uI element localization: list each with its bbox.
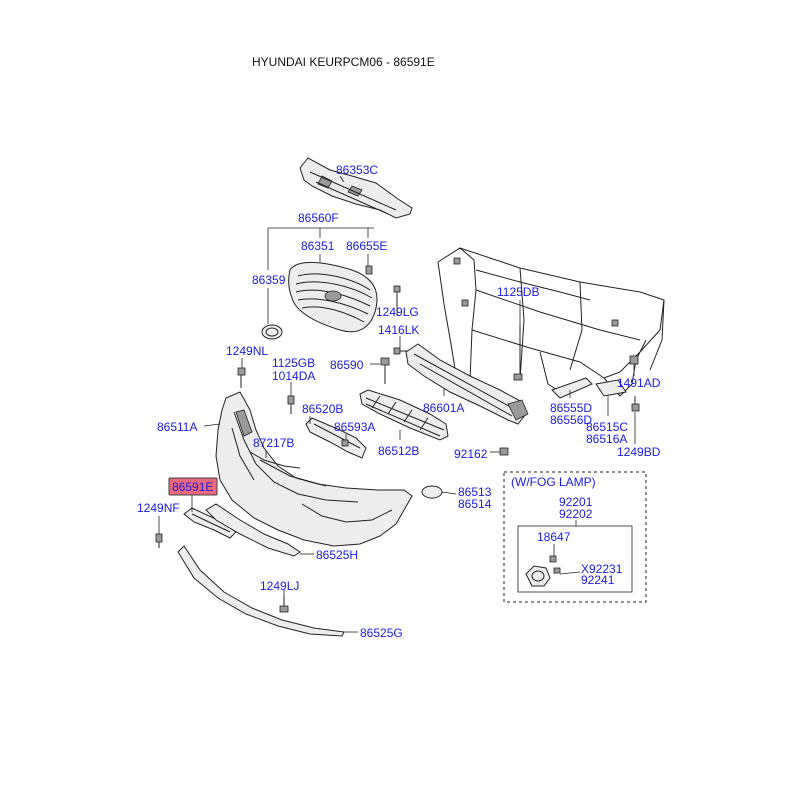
- bumper-beam-drawing: [405, 343, 529, 425]
- fastener-1491ad-drawing: [629, 355, 639, 365]
- fog-lamp-box-title: (W/FOG LAMP): [511, 475, 596, 489]
- label-18647[interactable]: 18647: [537, 530, 571, 544]
- grille-clip-drawing: [365, 265, 373, 275]
- fog-lamp-dashed-frame: [503, 471, 647, 603]
- bolt-92162-drawing: [499, 447, 509, 456]
- label-86511A[interactable]: 86511A: [157, 420, 197, 434]
- label-86591E-highlighted[interactable]: 86591E: [172, 480, 213, 494]
- upper-cover-drawing: [299, 157, 413, 219]
- fog-lamp-drawing: [525, 555, 561, 587]
- label-86525H[interactable]: 86525H: [316, 548, 358, 562]
- fog-cover-drawing: [421, 485, 443, 499]
- label-86556D[interactable]: 86556D: [550, 413, 592, 427]
- emblem-drawing: [261, 324, 283, 340]
- label-86513[interactable]: 86513: [458, 485, 492, 499]
- part-86593a-drawing: [341, 439, 349, 447]
- screw-1249nf-drawing: [155, 533, 163, 548]
- label-1125DB[interactable]: 1125DB: [497, 285, 539, 299]
- label-92201[interactable]: 92201: [559, 495, 593, 509]
- label-86514[interactable]: 86514: [458, 497, 492, 511]
- label-86353C[interactable]: 86353C: [336, 163, 378, 177]
- fog-lamp-inner-frame: [517, 525, 633, 593]
- bracket-86515c-drawing: [595, 379, 627, 397]
- label-86601A[interactable]: 86601A: [423, 401, 464, 415]
- label-86512B[interactable]: 86512B: [378, 444, 419, 458]
- label-86560F[interactable]: 86560F: [298, 211, 339, 225]
- label-92241[interactable]: 92241: [581, 573, 615, 587]
- trim-87217b-drawing: [249, 451, 301, 469]
- lower-grille-drawing: [359, 389, 449, 441]
- label-92162[interactable]: 92162: [454, 447, 488, 461]
- label-86515C[interactable]: 86515C: [586, 420, 628, 434]
- label-1249LJ[interactable]: 1249LJ: [260, 579, 299, 593]
- label-1249NL[interactable]: 1249NL: [226, 344, 268, 358]
- label-87217B[interactable]: 87217B: [253, 436, 294, 450]
- label-1491AD[interactable]: 1491AD: [617, 376, 661, 390]
- highlighted-part-box: [168, 477, 218, 496]
- label-86520B[interactable]: 86520B: [302, 402, 343, 416]
- label-86555D[interactable]: 86555D: [550, 401, 592, 415]
- label-1249LG[interactable]: 1249LG: [376, 305, 419, 319]
- label-86359[interactable]: 86359: [252, 273, 286, 287]
- body-frame-drawing: [437, 247, 665, 397]
- label-1416LK[interactable]: 1416LK: [378, 323, 419, 337]
- label-86655E[interactable]: 86655E: [346, 239, 387, 253]
- page-title: HYUNDAI KEURPCM06 - 86591E: [252, 55, 435, 69]
- lower-lip-86525h-drawing: [205, 503, 301, 557]
- label-X92231[interactable]: X92231: [581, 562, 623, 576]
- fog-lamp-box: (W/FOG LAMP) 92201 92202 18647 X92231 92…: [503, 471, 647, 603]
- leader-lines: [158, 175, 636, 633]
- label-1014DA[interactable]: 1014DA: [272, 369, 315, 383]
- label-86525G[interactable]: 86525G: [360, 626, 403, 640]
- label-1249BD[interactable]: 1249BD: [617, 445, 661, 459]
- label-1249NF[interactable]: 1249NF: [137, 501, 180, 515]
- screw-1249lj-drawing: [279, 596, 289, 613]
- label-86351[interactable]: 86351: [301, 239, 335, 253]
- radiator-grille-drawing: [288, 261, 378, 333]
- part-labels: 86353C 86560F 86351 86655E 86359 1249LG …: [137, 163, 661, 640]
- part-86590-drawing: [380, 357, 390, 384]
- screw-1249nl-drawing: [237, 367, 246, 388]
- bolt-1125db-drawing: [513, 326, 523, 381]
- screw-1249bd-drawing: [631, 396, 640, 412]
- screw-1249lg-drawing: [393, 285, 401, 308]
- label-86593A[interactable]: 86593A: [334, 420, 375, 434]
- screw-1125gb-drawing: [287, 395, 295, 414]
- label-86590[interactable]: 86590: [330, 358, 364, 372]
- bracket-86591e-drawing: [183, 507, 237, 539]
- bracket-86555d-drawing: [551, 377, 593, 399]
- upper-trim-86520b-drawing: [305, 417, 367, 459]
- label-86516A[interactable]: 86516A: [586, 432, 627, 446]
- label-1125GB[interactable]: 1125GB: [272, 356, 315, 370]
- label-92202[interactable]: 92202: [559, 507, 593, 521]
